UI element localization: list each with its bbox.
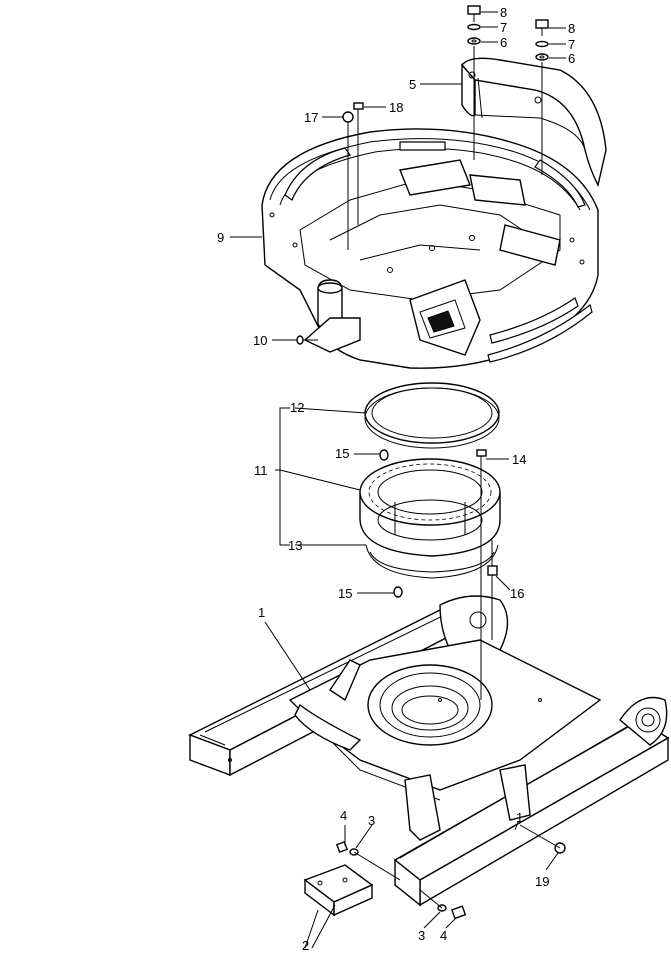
callout-17: 17 bbox=[304, 110, 318, 125]
callout-3-upper: 3 bbox=[368, 813, 375, 828]
callout-15-upper: 15 bbox=[335, 446, 349, 461]
callout-5: 5 bbox=[409, 77, 416, 92]
callout-15-lower: 15 bbox=[338, 586, 352, 601]
callout-labels: 8 7 6 8 7 6 5 17 18 9 10 12 15 14 11 13 … bbox=[217, 5, 575, 953]
pin-15-lower bbox=[393, 586, 403, 598]
lower-seal-ring bbox=[365, 544, 499, 579]
callout-13: 13 bbox=[288, 538, 302, 553]
counterweight bbox=[461, 57, 607, 187]
callout-7-right: 7 bbox=[568, 37, 575, 52]
callout-1: 1 bbox=[258, 605, 265, 620]
bolt-18 bbox=[353, 102, 364, 110]
callout-3-lower: 3 bbox=[418, 928, 425, 943]
washer-6-right bbox=[535, 53, 549, 61]
fitting-10 bbox=[296, 335, 304, 345]
track-frame bbox=[188, 595, 670, 907]
washer-7-left bbox=[467, 23, 481, 31]
callout-10: 10 bbox=[253, 333, 267, 348]
plug-17 bbox=[342, 111, 354, 123]
assembly-lines bbox=[303, 46, 561, 909]
bolt-4-lower bbox=[451, 905, 467, 920]
callout-4-upper: 4 bbox=[340, 808, 347, 823]
callout-8-left: 8 bbox=[500, 5, 507, 20]
callout-7-left: 7 bbox=[500, 20, 507, 35]
callout-16: 16 bbox=[510, 586, 524, 601]
bolt-14 bbox=[476, 449, 487, 468]
pin-15-upper bbox=[379, 449, 389, 461]
bolt-4-upper bbox=[335, 840, 349, 854]
leader-lines bbox=[230, 11, 566, 949]
callout-4-lower: 4 bbox=[440, 928, 447, 943]
callout-19: 19 bbox=[535, 874, 549, 889]
callout-2: 2 bbox=[302, 938, 309, 953]
callout-6-right: 6 bbox=[568, 51, 575, 66]
swing-bearing bbox=[359, 458, 501, 557]
washer-6-left bbox=[467, 37, 481, 45]
bolt-16 bbox=[487, 540, 498, 576]
callout-14: 14 bbox=[512, 452, 526, 467]
revolving-frame bbox=[261, 128, 599, 369]
callout-11: 11 bbox=[254, 463, 268, 478]
callout-1-right: 1 bbox=[516, 810, 523, 825]
bolt-8-right bbox=[535, 19, 549, 36]
track-guard bbox=[303, 864, 374, 917]
seal-ring bbox=[364, 382, 500, 449]
callout-8-right: 8 bbox=[568, 21, 575, 36]
callout-12: 12 bbox=[290, 400, 304, 415]
bolt-8-left bbox=[467, 5, 481, 22]
callout-6-left: 6 bbox=[500, 35, 507, 50]
callout-9: 9 bbox=[217, 230, 224, 245]
washer-7-right bbox=[535, 40, 549, 48]
callout-18: 18 bbox=[389, 100, 403, 115]
